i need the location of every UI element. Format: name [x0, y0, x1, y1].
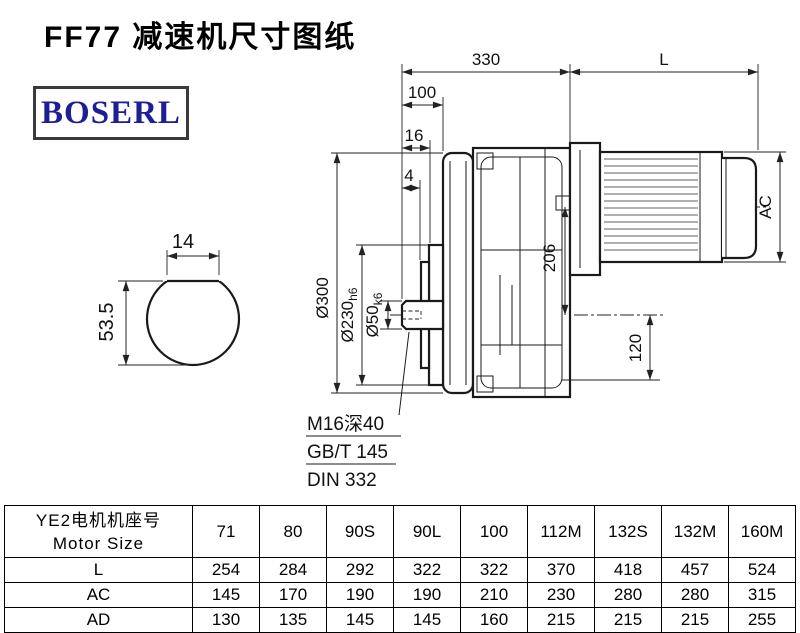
value-cell: 255	[728, 607, 796, 633]
shaft-section-circle	[145, 281, 241, 367]
motor	[598, 150, 758, 264]
fan-cover-outline	[722, 156, 758, 260]
table-header-row: YE2电机机座号 Motor Size 71 80 90S 90L 100 11…	[4, 505, 796, 558]
value-cell: 215	[661, 607, 729, 633]
value-cell: 190	[393, 582, 461, 608]
dim-14: 14	[166, 231, 220, 275]
value-cell: 254	[192, 557, 260, 583]
motor-header-en: Motor Size	[52, 533, 145, 553]
size-header-cell: 90L	[393, 505, 461, 558]
table-row-AC: AC 145 170 190 190 210 230 280 280 315	[4, 582, 796, 608]
value-cell: 524	[728, 557, 796, 583]
dim-14-label: 14	[172, 231, 194, 253]
value-cell: 215	[594, 607, 662, 633]
logo: BOSERL	[33, 86, 189, 140]
size-header-cell: 160M	[728, 505, 796, 558]
motor-body-outline	[598, 150, 724, 264]
motor-size-header-cell: YE2电机机座号 Motor Size	[4, 505, 193, 558]
motor-fins	[604, 158, 698, 251]
row-label-cell: AC	[4, 582, 193, 608]
size-header-cell: 100	[460, 505, 528, 558]
size-header-cell: 90S	[326, 505, 394, 558]
value-cell: 322	[460, 557, 528, 583]
dim-53-5-label: 53.5	[96, 303, 118, 342]
logo-text: BOSERL	[41, 94, 181, 131]
value-cell: 145	[393, 607, 461, 633]
flange-outline	[441, 151, 475, 395]
value-cell: 170	[259, 582, 327, 608]
dim-120-label: 120	[626, 334, 645, 362]
value-cell: 130	[192, 607, 260, 633]
dimensions: 330 L 100 16 4 AC 206 120	[313, 50, 786, 394]
value-cell: 322	[393, 557, 461, 583]
dia-230-label: Ø230h6	[338, 287, 360, 342]
dim-16-label: 16	[405, 126, 424, 145]
value-cell: 280	[661, 582, 729, 608]
table-row-L: L 254 284 292 322 322 370 418 457 524	[4, 557, 796, 583]
page-title: FF77 减速机尺寸图纸	[44, 21, 357, 54]
value-cell: 292	[326, 557, 394, 583]
spec-table: YE2电机机座号 Motor Size 71 80 90S 90L 100 11…	[4, 505, 796, 633]
value-cell: 160	[460, 607, 528, 633]
table-row-AD: AD 130 135 145 145 160 215 215 215 255	[4, 607, 796, 633]
value-cell: 210	[460, 582, 528, 608]
value-cell: 280	[594, 582, 662, 608]
size-header-cell: 71	[192, 505, 260, 558]
motor-adapter-outline	[568, 141, 602, 277]
value-cell: 457	[661, 557, 729, 583]
reducer-body	[390, 141, 770, 399]
size-header-cell: 132S	[594, 505, 662, 558]
value-cell: 230	[527, 582, 595, 608]
value-cell: 190	[326, 582, 394, 608]
value-cell: 145	[192, 582, 260, 608]
motor-header-cn: YE2电机机座号	[35, 510, 162, 530]
value-cell: 284	[259, 557, 327, 583]
size-header-cell: 112M	[527, 505, 595, 558]
shaft-section-view: 14 53.5	[96, 231, 241, 367]
row-label-cell: L	[4, 557, 193, 583]
value-cell: 145	[326, 607, 394, 633]
value-cell: 215	[527, 607, 595, 633]
dim-53-5: 53.5	[96, 280, 189, 366]
dim-AC-label: AC	[756, 195, 775, 219]
size-header-cell: 80	[259, 505, 327, 558]
output-shaft	[400, 299, 445, 331]
dim-L-label: L	[659, 50, 668, 69]
housing-outline	[471, 146, 572, 399]
note-din-standard: DIN 332	[307, 470, 377, 491]
section-hatch-bottom	[476, 375, 494, 393]
row-label-cell: AD	[4, 607, 193, 633]
value-cell: 315	[728, 582, 796, 608]
dia-50-label: Ø50k6	[363, 292, 385, 337]
note-gb-standard: GB/T 145	[307, 442, 388, 463]
note-thread: M16深40	[307, 413, 384, 435]
dim-100-label: 100	[408, 83, 436, 102]
shaft-end-notes: M16深40 GB/T 145 DIN 332	[306, 331, 410, 491]
dim-330-label: 330	[472, 50, 500, 69]
dim-4-label: 4	[404, 166, 413, 185]
dia-300-label: Ø300	[313, 277, 332, 319]
dim-206-label: 206	[540, 244, 559, 272]
size-header-cell: 132M	[661, 505, 729, 558]
dimension-drawing: 14 53.5	[96, 50, 786, 491]
value-cell: 370	[527, 557, 595, 583]
value-cell: 418	[594, 557, 662, 583]
section-hatch-top	[476, 152, 494, 170]
output-shaft-outline	[400, 299, 445, 331]
value-cell: 135	[259, 607, 327, 633]
